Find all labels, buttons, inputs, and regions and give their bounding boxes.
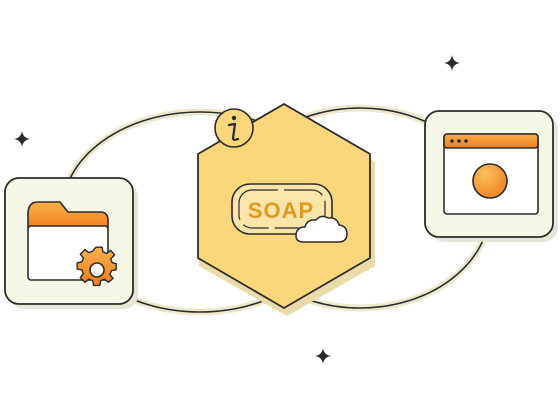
- soap-label: SOAP: [248, 198, 314, 223]
- folder-gear-icon: [27, 201, 117, 287]
- sparkle-icon: [315, 348, 331, 364]
- info-badge: [214, 108, 254, 148]
- folder-settings-card: [4, 177, 138, 309]
- info-icon: [227, 115, 240, 141]
- sparkle-icon: [444, 55, 460, 71]
- sparkle-icon: [14, 131, 30, 147]
- soap-bubbles: [295, 215, 348, 243]
- soap-bar-icon: SOAP: [231, 183, 333, 235]
- browser-window-card: [424, 110, 558, 242]
- browser-window-icon: [443, 133, 539, 215]
